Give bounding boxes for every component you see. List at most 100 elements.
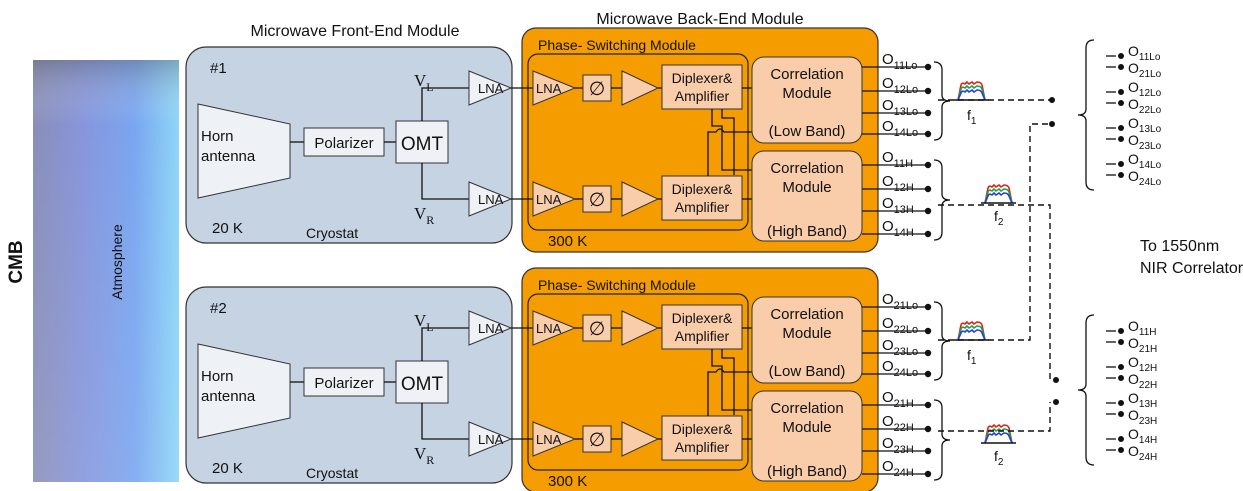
output-label-sub: 13Lo xyxy=(894,106,918,118)
output-dot xyxy=(924,207,932,215)
f-high-label: f2 xyxy=(994,448,1004,468)
pair-dot xyxy=(1118,136,1124,142)
front-end-temperature: 20 K xyxy=(212,220,243,237)
f-low-label-sub: 1 xyxy=(971,356,977,367)
amplifier-top xyxy=(621,310,660,346)
to-correlator-line2: NIR Correlator xyxy=(1140,260,1243,277)
pair-label-sub: 23H xyxy=(1139,416,1157,427)
pair-label-sub: 14H xyxy=(1139,435,1157,446)
pair-label: O24Lo xyxy=(1128,168,1162,188)
lna-top-label: LNA xyxy=(478,321,504,336)
diplexer-label-1-top: Diplexer& xyxy=(672,70,733,86)
back-end-title: Microwave Back-End Module xyxy=(596,11,803,28)
phase-switching-module xyxy=(527,53,749,231)
horn-antenna xyxy=(197,103,291,199)
junction-dot xyxy=(1049,121,1055,127)
output-label-sub: 22Lo xyxy=(894,324,918,336)
output-label: O13H xyxy=(882,195,914,216)
output-label-sub: 14Lo xyxy=(894,127,918,139)
spectrum-line xyxy=(984,183,1013,204)
vl-label-sub: L xyxy=(426,80,433,94)
pair-dot xyxy=(1118,161,1124,167)
output-label-sub: 23H xyxy=(894,444,914,456)
pair-label-sub: 22H xyxy=(1139,380,1157,391)
output-label: O12H xyxy=(882,173,914,194)
spectrum-line xyxy=(957,324,986,341)
pair-label-main: O xyxy=(1128,354,1139,370)
back-end-temperature: 300 K xyxy=(548,473,587,490)
junction-dot xyxy=(1053,399,1059,405)
corr-low-2: Module xyxy=(782,325,831,342)
horn-label-2: antenna xyxy=(201,388,256,405)
amplifier-bottom xyxy=(621,421,660,457)
polarizer-label: Polarizer xyxy=(314,375,373,392)
output-label-sub: 14H xyxy=(894,227,914,239)
spectrum-line xyxy=(957,80,986,101)
pair-label: O12H xyxy=(1128,354,1157,374)
receiver-id: #1 xyxy=(210,60,227,77)
corr-low-3: (Low Band) xyxy=(769,363,846,380)
lna-bottom-label: LNA xyxy=(478,432,504,447)
vr-label: VR xyxy=(414,204,434,227)
omt-block xyxy=(395,120,449,164)
horn-label-1: Horn xyxy=(201,128,234,145)
output-label: O14H xyxy=(882,218,914,239)
pair-dot xyxy=(1118,364,1124,370)
spectrum-low xyxy=(954,320,989,341)
corr-low-3: (Low Band) xyxy=(769,123,846,140)
vl-label: VL xyxy=(414,71,434,94)
pair-label-main: O xyxy=(1128,335,1139,351)
pair-label: O14H xyxy=(1128,426,1157,446)
output-label: O22Lo xyxy=(882,315,918,336)
output-label-sub: 11Lo xyxy=(894,60,918,72)
pair-label-main: O xyxy=(1128,426,1139,442)
pair-dot xyxy=(1118,375,1124,381)
pair-label-sub: 12H xyxy=(1139,363,1157,374)
corr-high-3: (High Band) xyxy=(767,223,847,240)
output-label-main: O xyxy=(882,358,894,375)
phase-shifter-bottom xyxy=(582,185,612,213)
phase-switching-module xyxy=(527,293,749,471)
polarizer-block xyxy=(303,127,385,157)
f-low-label: f1 xyxy=(967,107,977,127)
spectrum-line xyxy=(957,328,986,341)
output-dot xyxy=(924,161,932,169)
output-dot xyxy=(924,327,932,335)
output-label: O11H xyxy=(882,149,913,170)
phase-switching-label: Phase- Switching Module xyxy=(538,37,696,53)
lna-stage-label-bottom: LNA xyxy=(536,192,562,207)
output-label: O22H xyxy=(882,413,914,434)
f-low-label-sub: 1 xyxy=(971,116,977,127)
diplexer-top xyxy=(661,64,743,110)
pair-label-main: O xyxy=(1128,79,1139,95)
pair-dot xyxy=(1118,125,1124,131)
pair-label-sub: 11H xyxy=(1139,327,1157,338)
wire-vl xyxy=(421,87,469,121)
lna-bottom xyxy=(468,421,513,457)
pair-label-main: O xyxy=(1128,407,1139,423)
cryostat-label: Cryostat xyxy=(306,465,358,481)
pair-dot xyxy=(1118,411,1124,417)
output-label: O14Lo xyxy=(882,118,918,139)
pair-label-main: O xyxy=(1128,390,1139,406)
spectrum-line xyxy=(984,187,1013,204)
nir-routing xyxy=(938,99,1052,432)
output-label: O21Lo xyxy=(882,291,918,312)
phase-symbol-top: ∅ xyxy=(589,319,606,340)
vl-label-sub: L xyxy=(426,320,433,334)
spectrum-line xyxy=(984,191,1013,204)
pair-dot xyxy=(1118,339,1124,345)
output-label-main: O xyxy=(882,291,894,308)
pair-dot xyxy=(1118,53,1124,59)
lna-stage-label-bottom: LNA xyxy=(536,432,562,447)
pair-label: O13H xyxy=(1128,390,1157,410)
output-label-sub: 24Lo xyxy=(894,367,918,379)
back-end-temperature: 300 K xyxy=(548,233,587,250)
pair-dot xyxy=(1118,172,1124,178)
phase-switching-label: Phase- Switching Module xyxy=(538,277,696,293)
receiver-id: #2 xyxy=(210,300,227,317)
